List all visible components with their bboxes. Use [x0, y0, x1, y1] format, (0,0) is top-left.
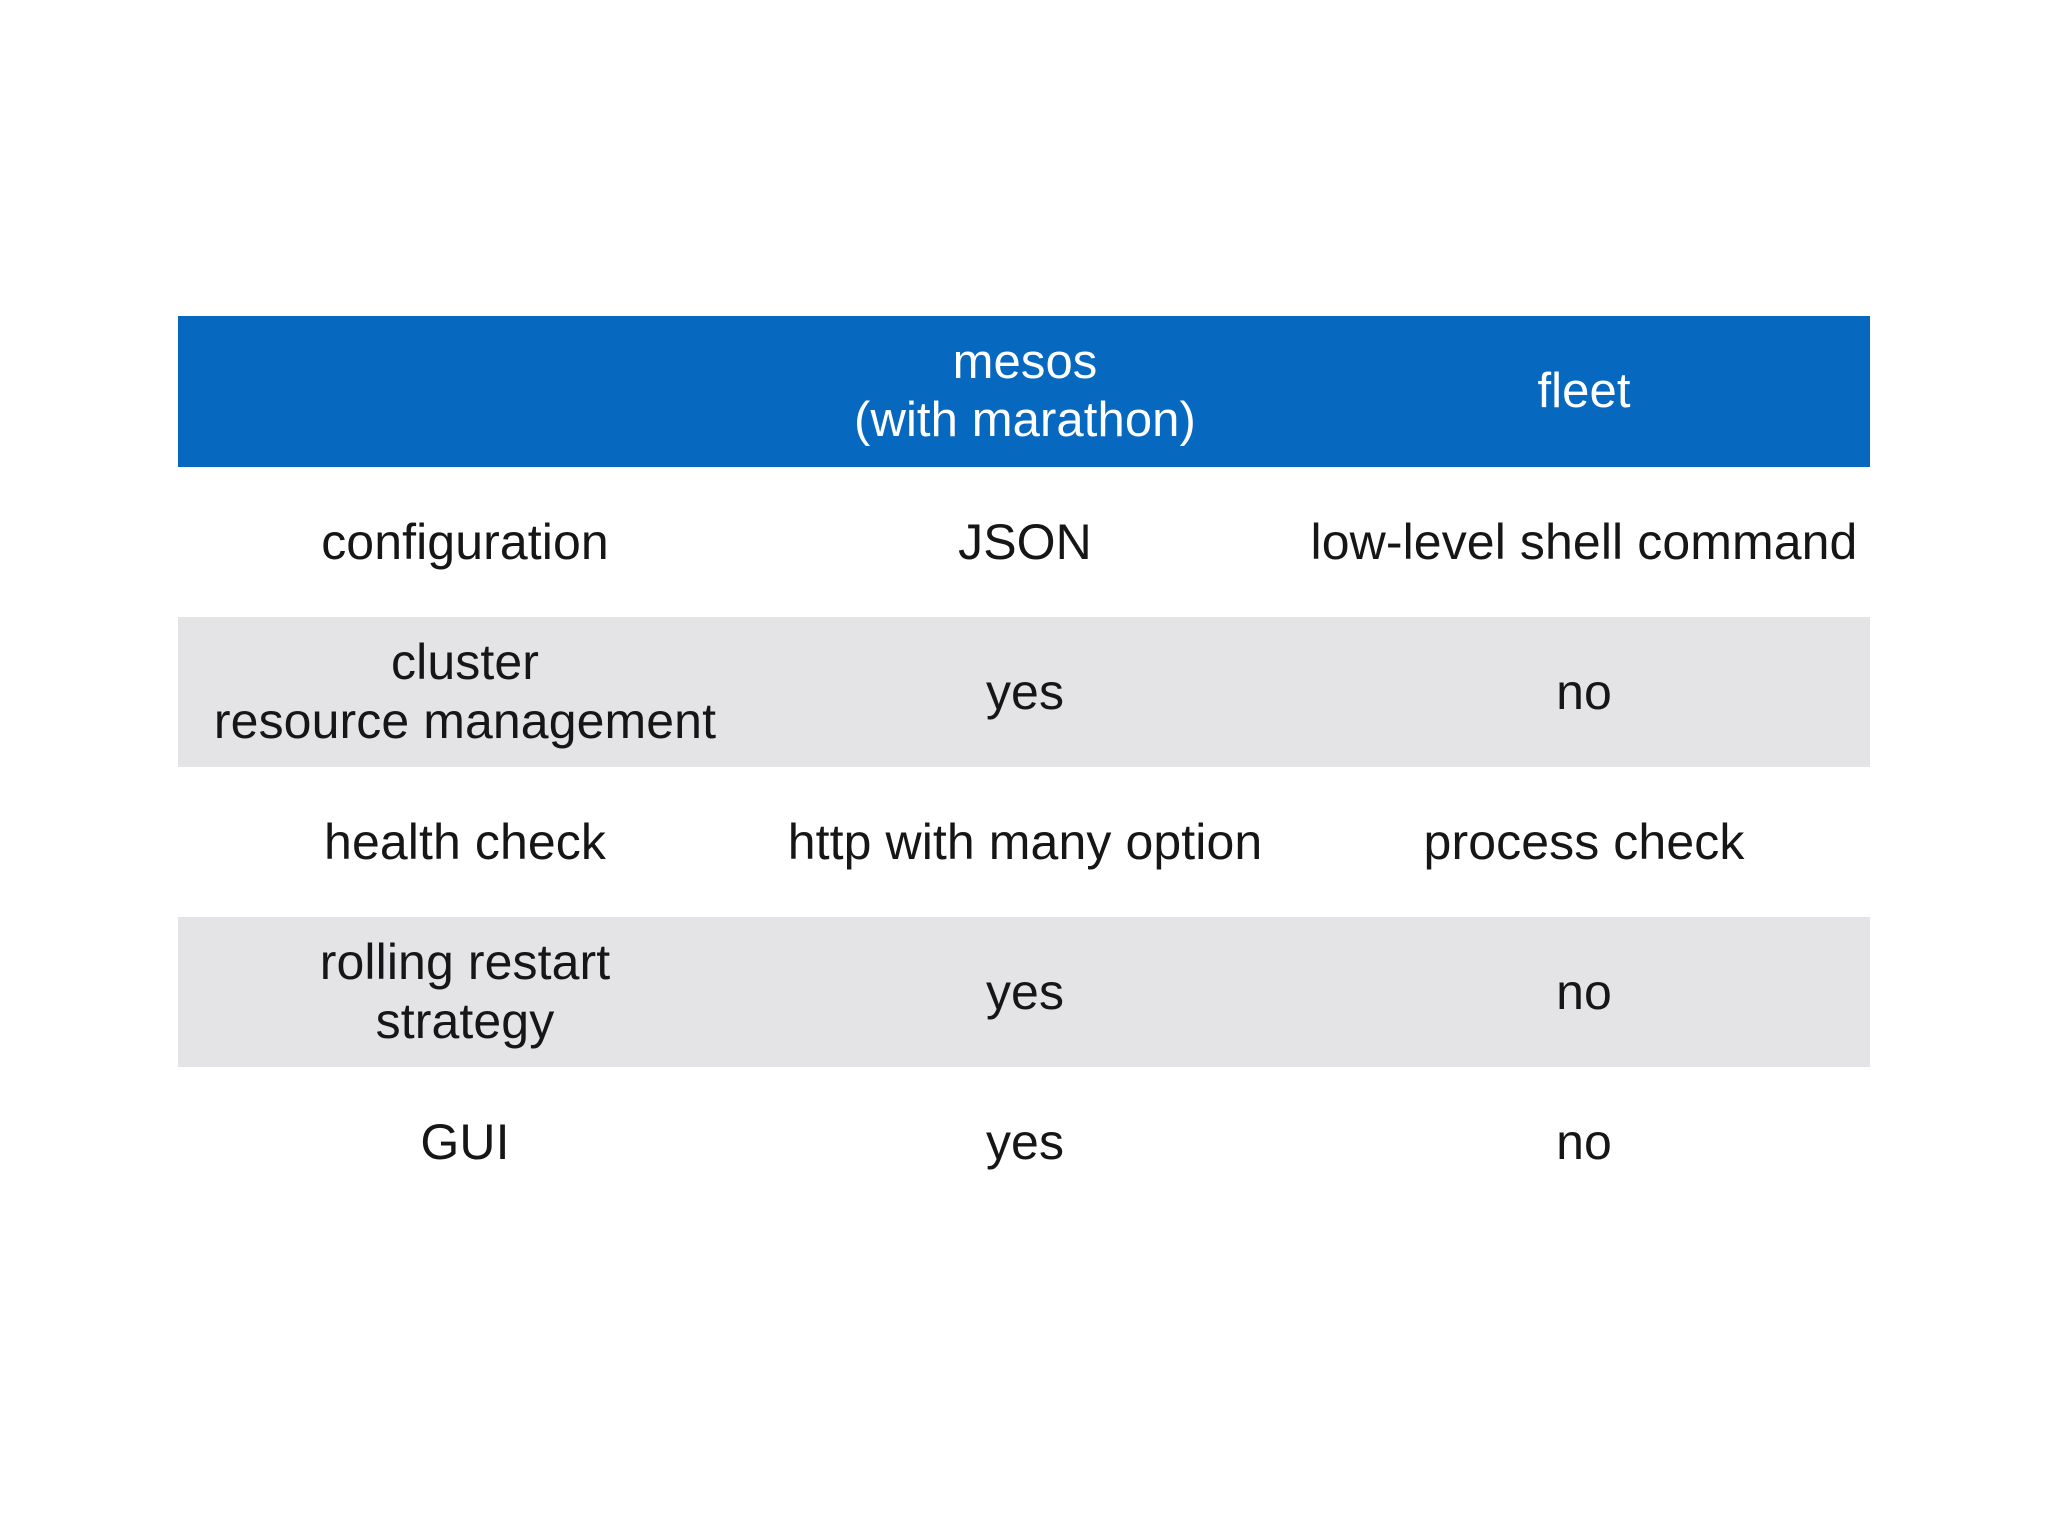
table-row: rolling restart strategy yes no	[178, 917, 1870, 1067]
cell-line: GUI	[420, 1113, 510, 1170]
cell-line: no	[1556, 663, 1612, 720]
table-row: cluster resource management yes no	[178, 617, 1870, 767]
header-mesos-line-1: mesos	[952, 334, 1098, 389]
cell-line: no	[1556, 1113, 1612, 1170]
row-mesos-rolling-restart-strategy: yes	[752, 917, 1298, 1067]
row-feature-health-check: health check	[178, 767, 752, 917]
row-mesos-gui: yes	[752, 1067, 1298, 1217]
row-mesos-configuration: JSON	[752, 467, 1298, 617]
header-mesos-line-2: (with marathon)	[854, 392, 1196, 447]
table-row: configuration JSON low-level shell comma…	[178, 467, 1870, 617]
row-mesos-health-check: http with many option	[752, 767, 1298, 917]
header-row: mesos (with marathon) fleet	[178, 316, 1870, 467]
row-fleet-gui: no	[1298, 1067, 1870, 1217]
row-feature-cluster-resource-management: cluster resource management	[178, 617, 752, 767]
table-body: configuration JSON low-level shell comma…	[178, 467, 1870, 1217]
cell-line: cluster	[391, 634, 539, 690]
cell-line: strategy	[375, 993, 555, 1049]
comparison-table: mesos (with marathon) fleet configuratio…	[178, 316, 1870, 1217]
row-mesos-cluster-resource-management: yes	[752, 617, 1298, 767]
cell-line: resource management	[213, 693, 717, 749]
table-row: health check http with many option proce…	[178, 767, 1870, 917]
header-cell-feature	[178, 316, 752, 467]
cell-line: JSON	[958, 513, 1092, 570]
cell-line: rolling restart	[319, 934, 611, 990]
row-feature-gui: GUI	[178, 1067, 752, 1217]
table-header: mesos (with marathon) fleet	[178, 316, 1870, 467]
cell-line: no	[1556, 963, 1612, 1020]
cell-line: yes	[985, 663, 1065, 720]
row-fleet-rolling-restart-strategy: no	[1298, 917, 1870, 1067]
cell-line: http with many option	[787, 813, 1263, 870]
row-feature-configuration: configuration	[178, 467, 752, 617]
row-fleet-configuration: low-level shell command	[1298, 467, 1870, 617]
cell-line: configuration	[321, 513, 609, 570]
cell-line: yes	[985, 963, 1065, 1020]
cell-line: health check	[324, 813, 606, 870]
cell-line: process check	[1423, 813, 1745, 870]
header-cell-fleet: fleet	[1298, 316, 1870, 467]
header-cell-mesos: mesos (with marathon)	[752, 316, 1298, 467]
row-fleet-cluster-resource-management: no	[1298, 617, 1870, 767]
row-feature-rolling-restart-strategy: rolling restart strategy	[178, 917, 752, 1067]
cell-line: low-level shell command	[1310, 513, 1858, 570]
table-row: GUI yes no	[178, 1067, 1870, 1217]
header-fleet-line-1: fleet	[1537, 363, 1631, 418]
row-fleet-health-check: process check	[1298, 767, 1870, 917]
cell-line: yes	[985, 1113, 1065, 1170]
